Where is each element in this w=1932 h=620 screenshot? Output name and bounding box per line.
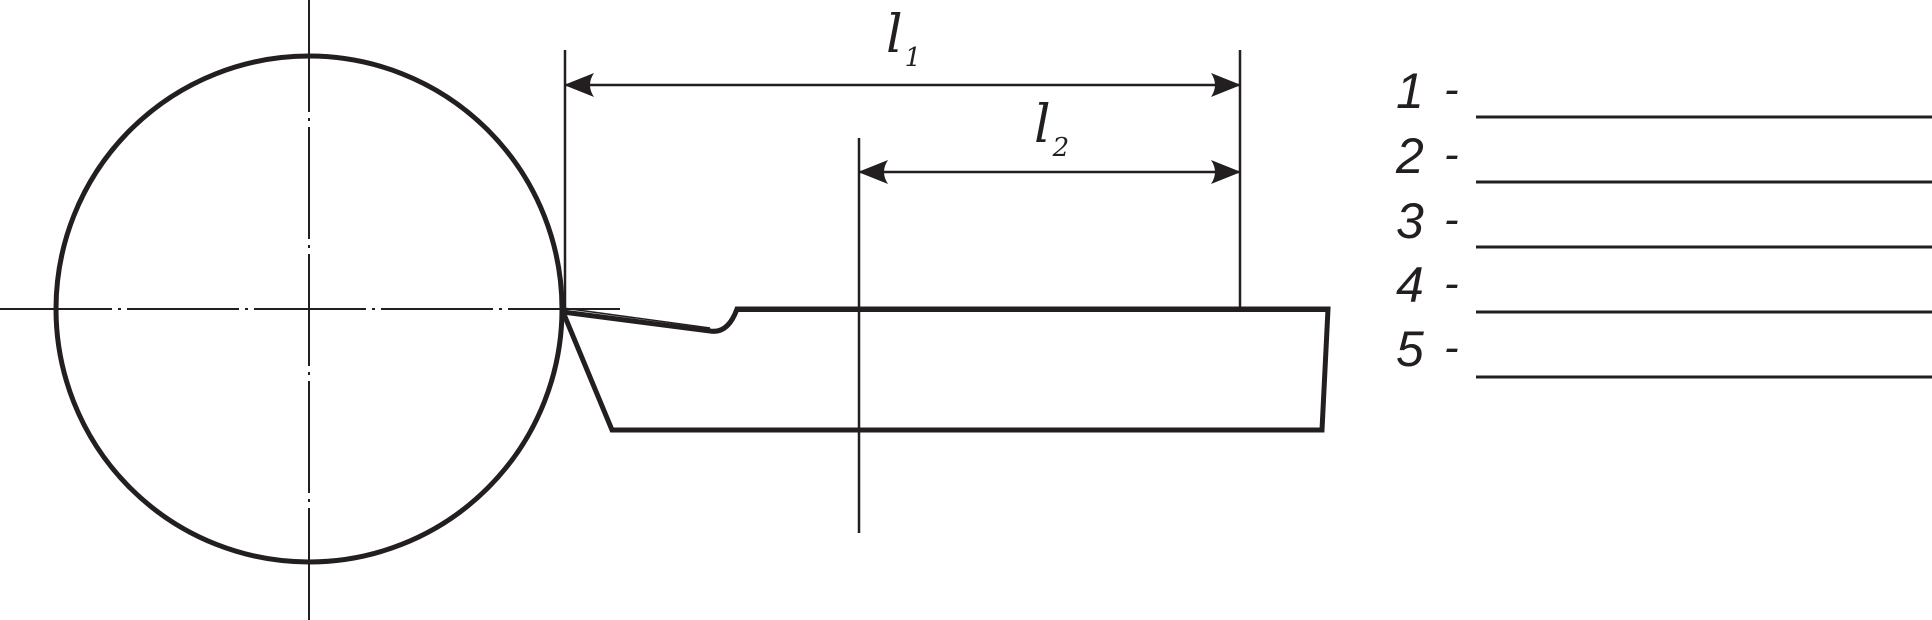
workpiece-circle (53, 53, 565, 565)
legend-number-3: 3 (1396, 193, 1424, 249)
label-l1-letter: l (886, 5, 903, 65)
label-l1: l1 (886, 5, 921, 73)
legend-dash-3: - (1444, 195, 1459, 244)
legend: 1 - 2 - 3 - 4 - 5 - (1395, 63, 1932, 379)
label-l2-letter: l (1034, 95, 1051, 155)
legend-dash-4: - (1444, 259, 1459, 308)
legend-number-1: 1 (1396, 63, 1424, 119)
legend-number-5: 5 (1396, 321, 1424, 377)
tool-rake-face-edge (562, 307, 711, 329)
label-l2: l2 (1034, 95, 1069, 163)
legend-dash-2: - (1444, 130, 1459, 179)
legend-dash-5: - (1444, 323, 1459, 372)
legend-number-2: 2 (1395, 128, 1424, 184)
legend-dash-1: - (1444, 65, 1459, 114)
tool-body (559, 306, 1331, 433)
label-l2-index: 2 (1052, 133, 1070, 163)
label-l1-index: 1 (905, 43, 922, 73)
legend-number-4: 4 (1396, 257, 1424, 313)
